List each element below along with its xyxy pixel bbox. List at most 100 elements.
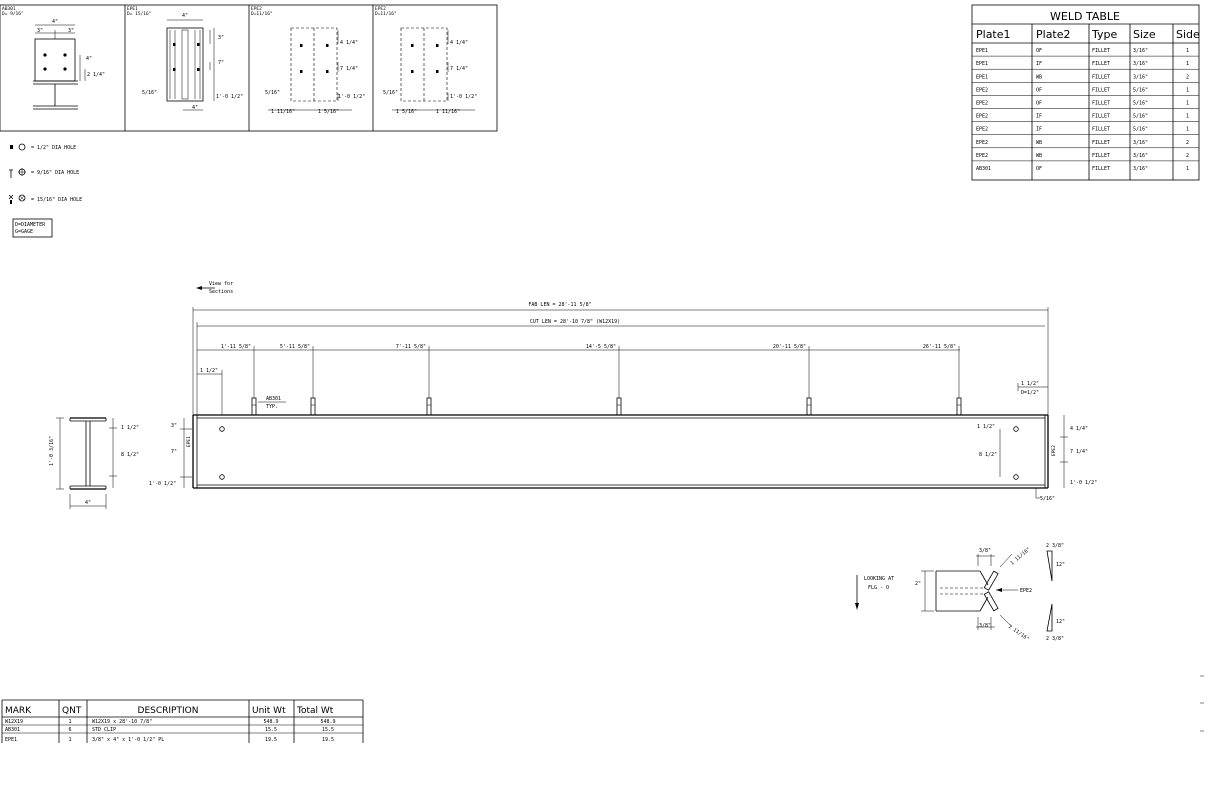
clip-label: AB301 bbox=[266, 396, 281, 402]
bolt-hole-icon bbox=[173, 68, 176, 71]
weld-table-cell: 1 bbox=[1186, 127, 1189, 133]
bom-cell: 1 bbox=[68, 737, 71, 743]
detail-epe1: EPE1 D= 15/16" 4" 3" 7" 5/16" 1'-0 1/2" … bbox=[127, 6, 243, 111]
weld-table-cell: FILLET bbox=[1092, 166, 1110, 172]
section-height: 1'-0 3/16" bbox=[49, 436, 55, 466]
detail-mark: EPE2 bbox=[375, 6, 386, 12]
bom-cell: STD CLIP bbox=[92, 727, 116, 733]
weld-table-cell: 1 bbox=[1186, 87, 1189, 93]
beam-section: 1'-0 3/16" 1 1/2" 8 1/2" 4" bbox=[49, 417, 139, 509]
plan-dim: 1 11/16" bbox=[1009, 546, 1031, 566]
bolt-hole-icon bbox=[63, 53, 67, 57]
clip-marker: 1'-11 5/8" bbox=[221, 344, 257, 416]
bom-cell: 3/8" x 4" x 1'-0 1/2" PL bbox=[92, 737, 164, 743]
view-for-sections: View for Sections bbox=[196, 281, 233, 295]
dim-label: 4 1/4" bbox=[340, 40, 358, 46]
legend-hole-3: = 15/16" DIA HOLE bbox=[31, 197, 82, 203]
bom-cell: 15.5 bbox=[265, 727, 277, 733]
left-dim: 1'-0 1/2" bbox=[149, 481, 176, 487]
view-for-label: Sections bbox=[209, 289, 233, 295]
weld-table-cell: 1 bbox=[1186, 114, 1189, 120]
bom-header: DESCRIPTION bbox=[138, 706, 199, 716]
circle-hole-icon bbox=[18, 143, 26, 151]
weld-table-cell: EPE2 bbox=[976, 127, 988, 133]
weld-table-cell: IF bbox=[1036, 114, 1042, 120]
plan-dim: 2" bbox=[915, 581, 921, 587]
plan-dim: 1 11/16" bbox=[1007, 624, 1030, 643]
bolt-hole-icon bbox=[173, 43, 176, 46]
weld-table-cell: 3/16" bbox=[1133, 140, 1148, 146]
bom-cell: 548.9 bbox=[263, 719, 278, 725]
view-for-label: View for bbox=[209, 281, 233, 287]
weld-table-cell: FILLET bbox=[1092, 127, 1110, 133]
dim-label: 1 11/16" bbox=[271, 109, 295, 115]
dim-label: 2 1/4" bbox=[87, 72, 105, 78]
weld-table-cell: EPE2 bbox=[976, 140, 988, 146]
legend-note: D=DIAMETER bbox=[15, 222, 46, 228]
bolt-hole-icon bbox=[1013, 474, 1019, 480]
bom-header: Total Wt bbox=[296, 706, 334, 716]
looking-label: LOOKING AT bbox=[864, 576, 894, 582]
right-bottom-dim: 5/16" bbox=[1040, 496, 1055, 502]
weld-table-cell: 5/16" bbox=[1133, 101, 1148, 107]
dim-label: 4" bbox=[86, 56, 92, 62]
left-dim: 3" bbox=[171, 423, 177, 429]
weld-table-cell: 1 bbox=[1186, 101, 1189, 107]
bom-header: MARK bbox=[5, 706, 32, 716]
weld-table-cell: 2 bbox=[1186, 153, 1189, 159]
cut-length: CUT LEN = 28'-10 7/8" (W12X19) bbox=[530, 319, 620, 325]
bom-cell: W12X19 x 28'-10 7/8" bbox=[92, 719, 152, 725]
bolt-hole-icon bbox=[63, 67, 67, 71]
weld-table-cell: 5/16" bbox=[1133, 127, 1148, 133]
bolt-hole-icon bbox=[326, 44, 329, 47]
weld-table-cell: OF bbox=[1036, 166, 1042, 172]
clip-dimension: 5'-11 5/8" bbox=[280, 344, 310, 350]
detail-diameter: D=11/16" bbox=[251, 11, 273, 17]
detail-epe2-b: EPE2 D=11/16" 4 1/4" 7 1/4" 5/16" 1'-0 1… bbox=[375, 6, 477, 115]
clip-dimension: 26'-11 5/8" bbox=[923, 344, 956, 350]
weld-table-cell: 5/16" bbox=[1133, 87, 1148, 93]
bolt-hole-icon bbox=[300, 44, 303, 47]
weld-table-cell: EPE1 bbox=[976, 74, 988, 80]
clip-dimension: 20'-11 5/8" bbox=[773, 344, 806, 350]
section-dim: 8 1/2" bbox=[121, 452, 139, 458]
clip-marker: 14'-5 5/8" bbox=[586, 344, 622, 416]
dim-label: 1 5/16" bbox=[318, 109, 339, 115]
weld-table-cell: 3/16" bbox=[1133, 74, 1148, 80]
dim-label: 7 1/4" bbox=[340, 66, 358, 72]
weld-table-cell: EPE1 bbox=[976, 61, 988, 67]
arrow-left-icon bbox=[196, 286, 202, 290]
right-plate-label: EPE2 bbox=[1051, 445, 1057, 456]
dim-label: 5/16" bbox=[265, 90, 280, 96]
clip-marker: 5'-11 5/8" bbox=[280, 344, 316, 416]
weld-table-cell: OF bbox=[1036, 101, 1042, 107]
bolt-hole-icon bbox=[219, 474, 225, 480]
dim-label: 5/16" bbox=[383, 90, 398, 96]
right-outer-dim: 1'-0 1/2" bbox=[1070, 480, 1097, 486]
weld-table-cell: EPE2 bbox=[976, 87, 988, 93]
plan-dim: 3/8" bbox=[979, 548, 991, 554]
weld-table-title: WELD TABLE bbox=[1050, 10, 1120, 23]
detail-mark: AB301 bbox=[2, 6, 16, 12]
right-outer-dim: 7 1/4" bbox=[1070, 449, 1088, 455]
detail-mark: EPE2 bbox=[251, 6, 262, 12]
bolt-hole-icon bbox=[197, 68, 200, 71]
weld-table-cell: FILLET bbox=[1092, 87, 1110, 93]
weld-table-cell: 5/16" bbox=[1133, 114, 1148, 120]
small-hole-icon bbox=[10, 145, 13, 149]
dim-label: 4" bbox=[182, 13, 188, 19]
weld-table-cell: 3/16" bbox=[1133, 48, 1148, 54]
detail-epe2-a: EPE2 D=11/16" 4 1/4" 7 1/4" 5/16" 1'-0 1… bbox=[251, 6, 365, 115]
bolt-hole-icon bbox=[411, 44, 414, 47]
dim-label: 1 5/16" bbox=[396, 109, 417, 115]
weld-table-cell: WB bbox=[1036, 140, 1042, 146]
bolt-hole-icon bbox=[300, 70, 303, 73]
weld-table-cell: WB bbox=[1036, 153, 1042, 159]
left-dim: 7" bbox=[171, 449, 177, 455]
dim-label: 1'-0 1/2" bbox=[216, 94, 243, 100]
